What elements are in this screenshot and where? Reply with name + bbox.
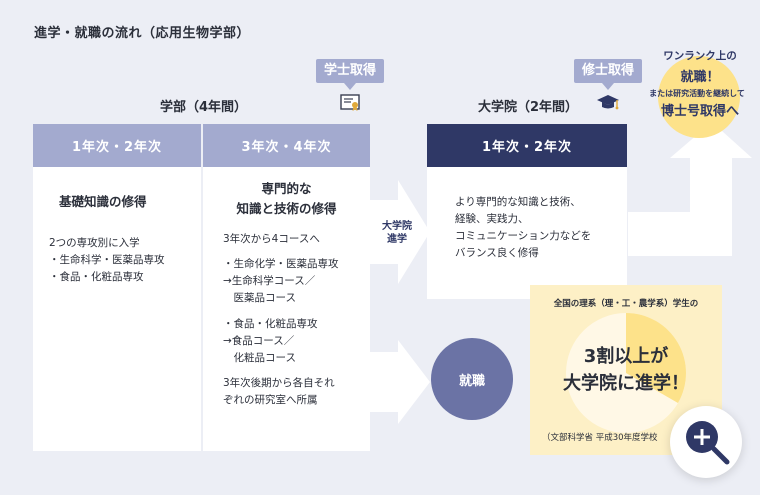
column-2-body: 専門的な 知識と技術の修得 3年次から4コースへ ・生命化学・医薬品専攻 →生命… (203, 167, 370, 451)
stat-headline: 3割以上が 大学院に進学！ (563, 346, 689, 394)
page-title: 進学・就職の流れ（応用生物学部） (34, 26, 251, 41)
zoom-button[interactable] (670, 406, 742, 478)
column-2-group-2: ・食品・化粧品専攻 →食品コース／ 化粧品コース (223, 318, 318, 364)
stat-source: （文部科学省 平成30年度学校 (542, 433, 658, 443)
employment-circle: 就職 (431, 338, 513, 420)
column-3-text: より専門的な知識と技術、 経験、実践力、 コミュニケーション力などを バランス良… (455, 196, 592, 259)
career-up-line-2: 就職！ (680, 70, 720, 85)
certificate-icon (340, 94, 360, 111)
column-1-heading: 基礎知識の修得 (59, 194, 147, 209)
column-2-outro: 3年次後期から各自それ ぞれの研究室へ所属 (223, 377, 335, 406)
master-tag: 修士取得 (574, 59, 643, 90)
stat-pie-slice (626, 313, 686, 403)
column-3-body: より専門的な知識と技術、 経験、実践力、 コミュニケーション力などを バランス良… (427, 167, 627, 299)
employment-arrow (370, 340, 430, 424)
career-up-arrow (628, 122, 752, 256)
career-up-line-4: 博士号取得へ (660, 104, 739, 119)
column-2-header: 3年次・4年次 (203, 124, 370, 167)
grad-label: 大学院（2年間） (478, 100, 579, 115)
career-up-circle (658, 56, 740, 138)
graduation-cap-icon (597, 95, 619, 110)
column-3-header: 1年次・2年次 (427, 124, 627, 167)
bachelor-tag: 学士取得 (316, 59, 385, 90)
column-2-intro: 3年次から4コースへ (223, 233, 320, 245)
zoom-in-icon (686, 421, 730, 465)
grad-entry-arrow (370, 180, 430, 284)
stat-caption: 全国の理系（理・工・農学系）学生の (553, 299, 699, 309)
column-1-line-3: ・食品・化粧品専攻 (49, 271, 144, 283)
column-1-header: 1年次・2年次 (33, 124, 201, 167)
column-1-body: 基礎知識の修得 2つの専攻別に入学 ・生命科学・医薬品専攻 ・食品・化粧品専攻 (33, 167, 201, 451)
column-1-line-1: 2つの専攻別に入学 (49, 237, 140, 249)
career-up-line-3: または研究活動を継続して (649, 89, 745, 98)
column-2-heading: 専門的な 知識と技術の修得 (236, 181, 337, 216)
undergrad-label: 学部（4年間） (160, 100, 248, 115)
column-1-line-2: ・生命科学・医薬品専攻 (49, 254, 165, 266)
stat-pie-chart (566, 313, 686, 433)
grad-entry-label: 大学院 進学 (382, 221, 412, 245)
career-up-line-1: ワンランク上の (663, 50, 737, 62)
column-2-group-1: ・生命化学・医薬品専攻 →生命科学コース／ 医薬品コース (223, 258, 339, 304)
